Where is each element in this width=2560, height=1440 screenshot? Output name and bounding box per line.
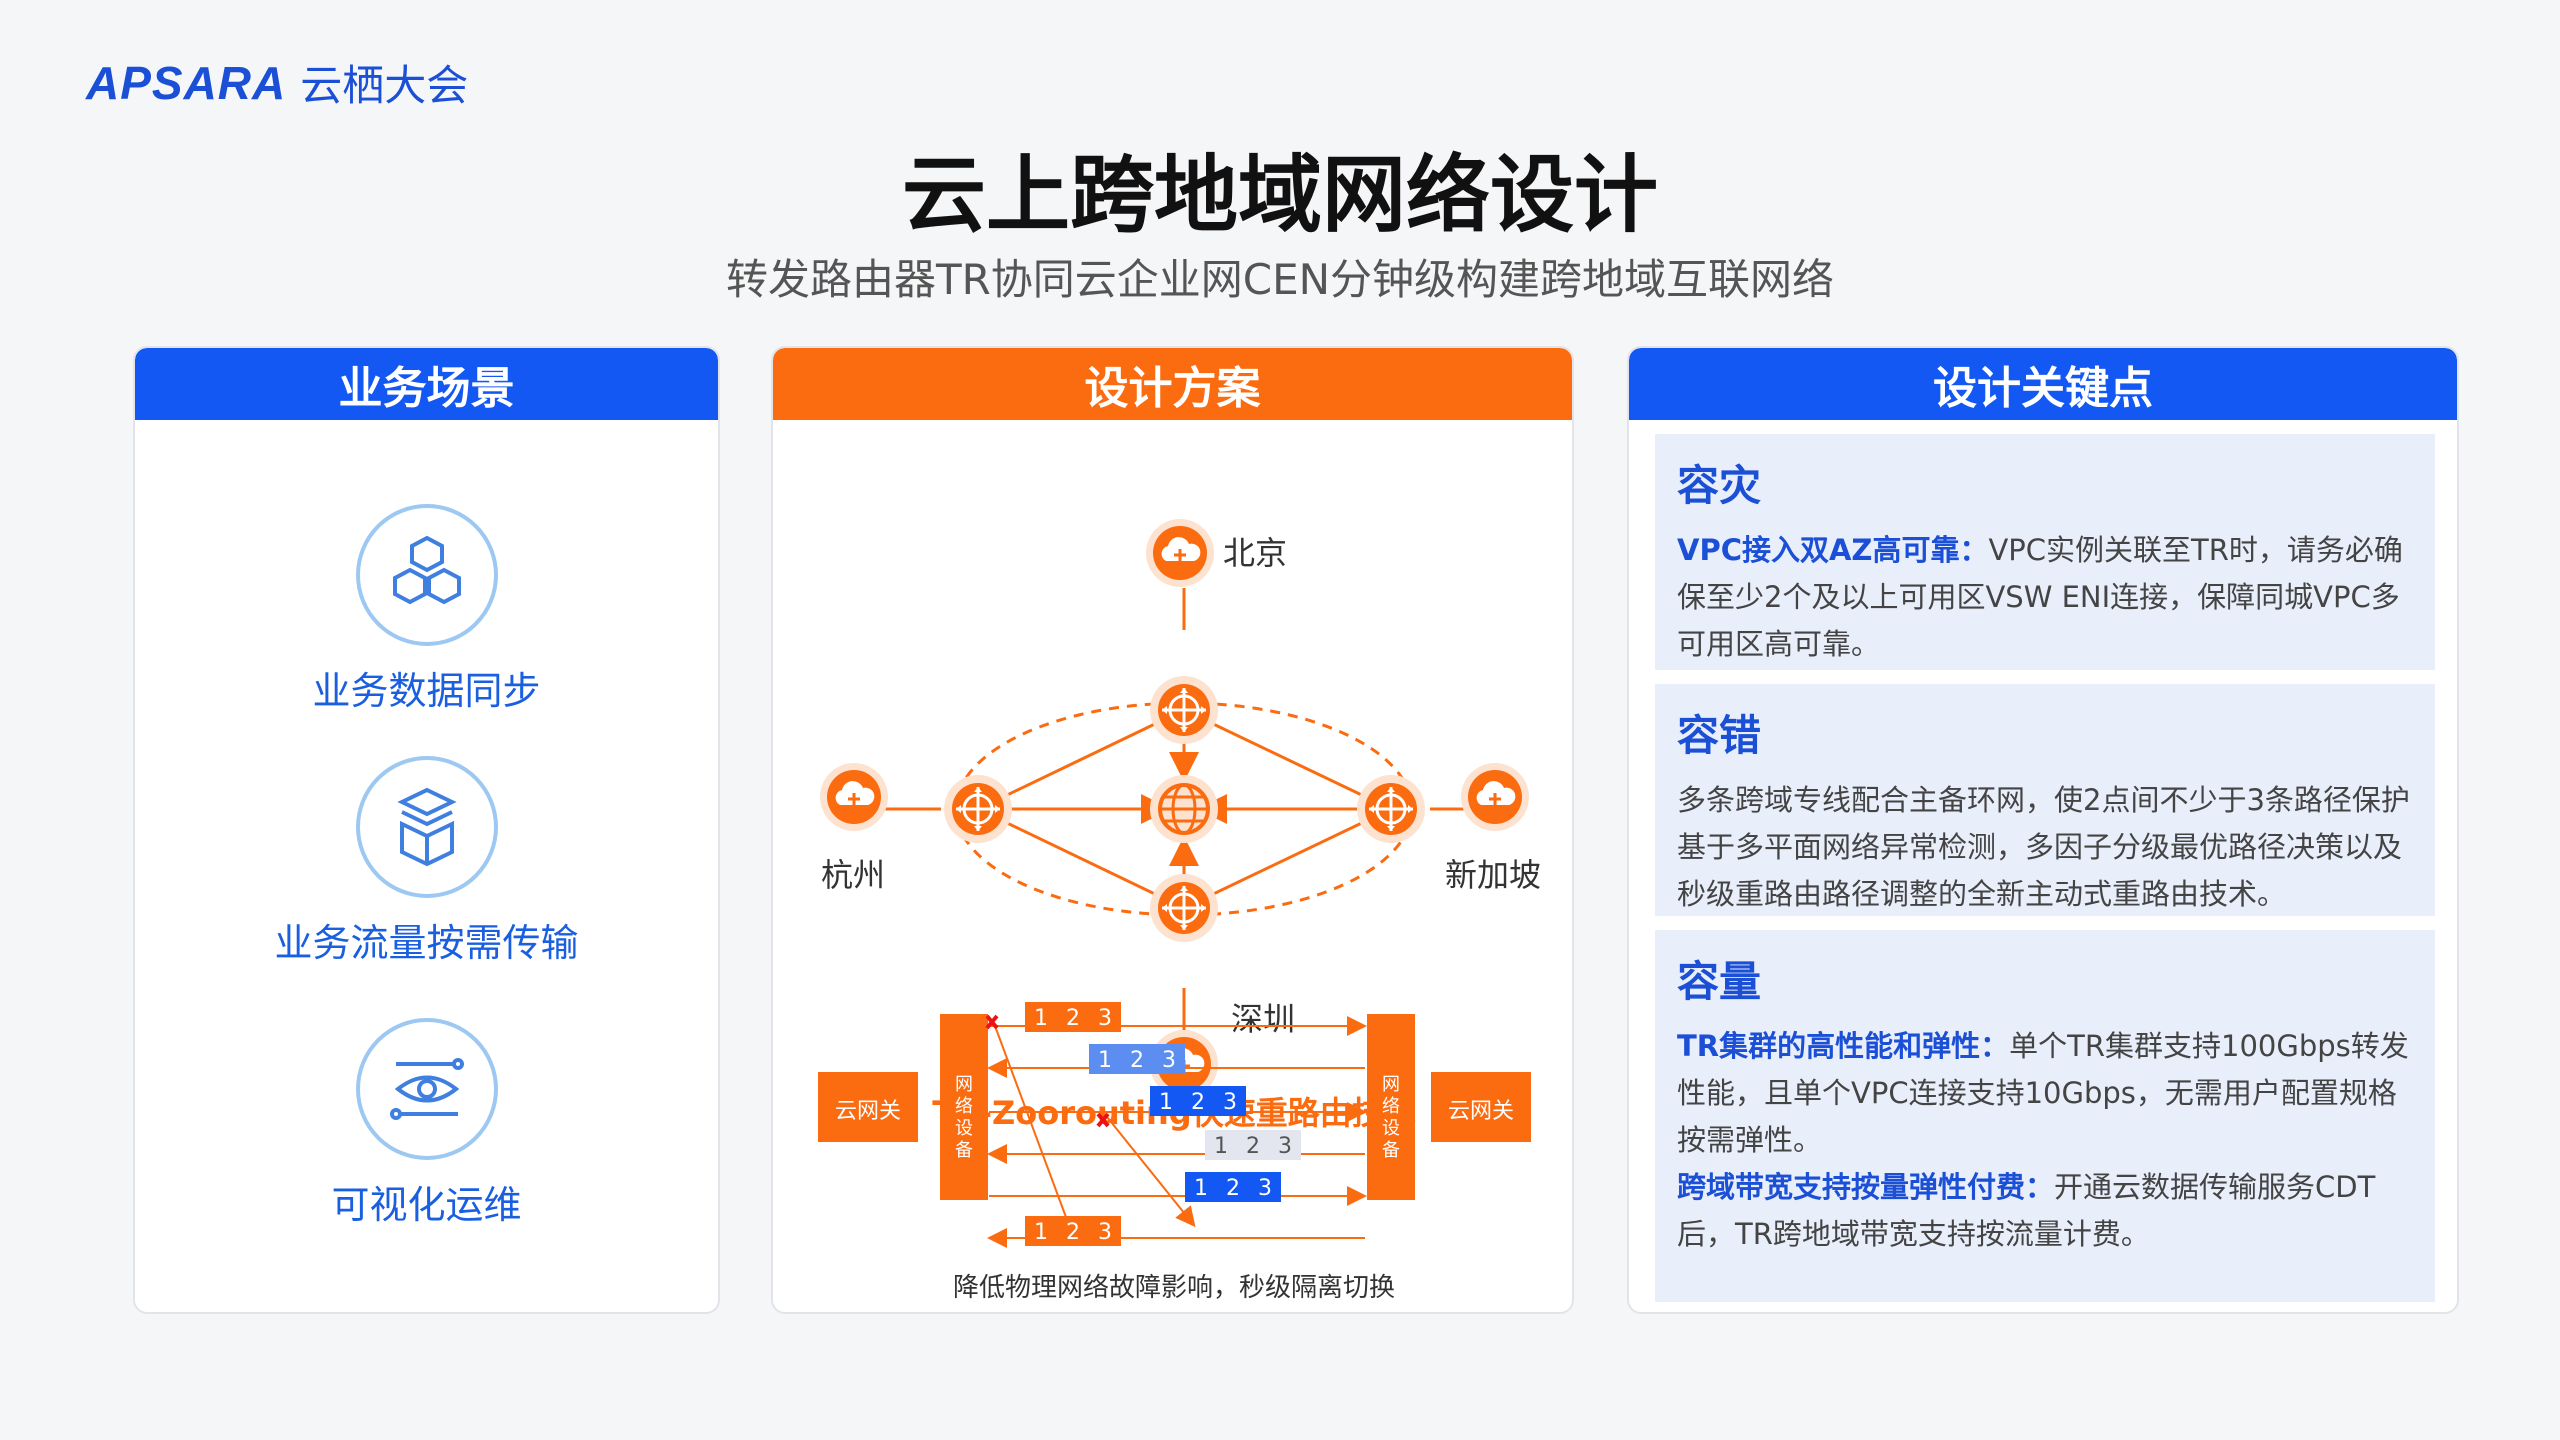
hexagons-icon	[392, 535, 461, 605]
packet-number: 2	[1066, 1220, 1080, 1245]
keypoint-fault-tolerance: 容错 多条跨域专线配合主备环网，使2点间不少于3条路径保护基于多平面网络异常检测…	[1655, 684, 2435, 916]
gateway-right-box	[1431, 1072, 1531, 1142]
packet-number: 3	[1162, 1048, 1176, 1073]
packet-number: 3	[1278, 1134, 1292, 1159]
device-label-char: 备	[955, 1140, 973, 1161]
scenario-item-traffic: 业务流量按需传输	[135, 756, 718, 967]
device-label-char: 设	[955, 1118, 973, 1139]
cloud-icon	[1459, 761, 1531, 833]
keypoint-body: 开通云数据传输服务CDT后，TR跨地域带宽支持按流量计费。	[1677, 1170, 2376, 1251]
router-icon	[942, 773, 1014, 845]
brand-name: 云栖大会	[300, 61, 469, 110]
device-label-char: 备	[1382, 1140, 1400, 1161]
router-icon	[1148, 674, 1220, 746]
city-label-hangzhou: 杭州	[821, 856, 885, 894]
packet-number: 1	[1214, 1134, 1228, 1159]
scenario-label: 业务流量按需传输	[274, 921, 579, 965]
cloud-icon	[818, 761, 890, 833]
keypoint-emphasis: 跨域带宽支持按量弹性付费：	[1677, 1170, 2055, 1204]
router-icon	[1355, 773, 1427, 845]
diagram-links	[863, 588, 1503, 1032]
device-label-char: 网	[1382, 1074, 1400, 1095]
keypoint-body: 多条跨域专线配合主备环网，使2点间不少于3条路径保护基于多平面网络异常检测，多因…	[1677, 783, 2410, 911]
scenario-icon-circle	[355, 504, 498, 646]
eye-monitor-icon	[389, 1058, 464, 1120]
diagram-caption: 降低物理网络故障影响，秒级隔离切换	[953, 1273, 1395, 1303]
packet-number: 1	[1098, 1048, 1112, 1073]
stacked-boxes-icon	[396, 787, 457, 867]
device-label-char: 络	[1382, 1096, 1400, 1117]
gateway-left-box	[818, 1072, 918, 1142]
packet-number: 2	[1246, 1134, 1260, 1159]
keypoint-text: 多条跨域专线配合主备环网，使2点间不少于3条路径保护基于多平面网络异常检测，多因…	[1677, 777, 2413, 918]
packet-number: 1	[1159, 1090, 1173, 1115]
gateway-right-label: 云网关	[1448, 1099, 1514, 1124]
page-subtitle: 转发路由器TR协同云企业网CEN分钟级构建跨地域互联网络	[725, 255, 1835, 304]
keypoint-emphasis: VPC接入双AZ高可靠：	[1677, 533, 1989, 567]
packet-number: 3	[1258, 1176, 1272, 1201]
network-diagram: 北京 杭州 新加坡 深圳 TR-Zoorouting快速重路由技术 云网关 云网…	[818, 517, 1541, 1303]
keypoint-title: 容灾	[1677, 461, 1762, 510]
packet-number: 2	[1226, 1176, 1240, 1201]
scenario-panel: 业务场景 业务数据同步 业务流量按需传输	[133, 346, 720, 1314]
cloud-icon	[1144, 517, 1216, 589]
brand: APSARA 云栖大会	[86, 52, 468, 113]
device-label-char: 络	[955, 1096, 973, 1117]
keypoint-title: 容错	[1677, 711, 1762, 760]
scenario-icon-circle	[355, 1018, 498, 1160]
device-label-char: 设	[1382, 1118, 1400, 1139]
failure-mark-icon	[1096, 1112, 1110, 1128]
packet-number: 1	[1034, 1006, 1048, 1031]
scenario-label: 业务数据同步	[312, 669, 541, 713]
city-label-shenzhen: 深圳	[1231, 1000, 1295, 1038]
packet-number: 1	[1194, 1176, 1208, 1201]
packet-number: 2	[1066, 1006, 1080, 1031]
design-panel: 设计方案	[771, 346, 1574, 1314]
brand-logo: APSARA	[86, 56, 287, 109]
keypoint-body: VPC实例关联至TR时，请务必确保至少2个及以上可用区VSW ENI连接，保障同…	[1677, 533, 2403, 661]
keypoint-disaster-recovery: 容灾 VPC接入双AZ高可靠：VPC实例关联至TR时，请务必确保至少2个及以上可…	[1655, 434, 2435, 670]
city-label-singapore: 新加坡	[1445, 856, 1541, 894]
scenario-header: 业务场景	[135, 348, 718, 420]
city-label-beijing: 北京	[1223, 534, 1287, 572]
packet-number: 3	[1098, 1220, 1112, 1245]
design-header: 设计方案	[773, 348, 1572, 420]
network-device-right	[1367, 1014, 1415, 1200]
keypoint-text: VPC接入双AZ高可靠：VPC实例关联至TR时，请务必确保至少2个及以上可用区V…	[1677, 527, 2413, 668]
keypoint-body: 单个TR集群支持100Gbps转发性能，且单个VPC连接支持10Gbps，无需用…	[1677, 1029, 2409, 1157]
keypoint-emphasis: TR集群的高性能和弹性：	[1677, 1029, 2010, 1063]
keypoints-header: 设计关键点	[1629, 348, 2457, 420]
keypoints-panel: 设计关键点 容灾 VPC接入双AZ高可靠：VPC实例关联至TR时，请务必确保至少…	[1627, 346, 2459, 1314]
reroute-arrow	[994, 1025, 1077, 1240]
scenario-item-data-sync: 业务数据同步	[135, 504, 718, 715]
network-device-left	[940, 1014, 988, 1200]
packet-number: 1	[1034, 1220, 1048, 1245]
scenario-icon-circle	[355, 756, 498, 898]
packet-number: 2	[1191, 1090, 1205, 1115]
keypoint-title: 容量	[1677, 957, 1762, 1006]
page-title: 云上跨地域网络设计	[901, 146, 1658, 244]
gateway-left-label: 云网关	[835, 1099, 901, 1124]
router-icon	[1148, 872, 1220, 944]
scenario-item-visual-ops: 可视化运维	[135, 1018, 718, 1229]
packet-number: 3	[1098, 1006, 1112, 1031]
globe-icon	[1150, 775, 1218, 843]
keypoint-text: TR集群的高性能和弹性：单个TR集群支持100Gbps转发性能，且单个VPC连接…	[1677, 1023, 2413, 1258]
device-label-char: 网	[955, 1074, 973, 1095]
failure-mark-icon	[985, 1014, 999, 1030]
packet-number: 2	[1130, 1048, 1144, 1073]
keypoint-capacity: 容量 TR集群的高性能和弹性：单个TR集群支持100Gbps转发性能，且单个VP…	[1655, 930, 2435, 1302]
scenario-label: 可视化运维	[331, 1183, 522, 1227]
reroute-arrow	[1102, 1111, 1196, 1228]
packet-number: 3	[1223, 1090, 1237, 1115]
